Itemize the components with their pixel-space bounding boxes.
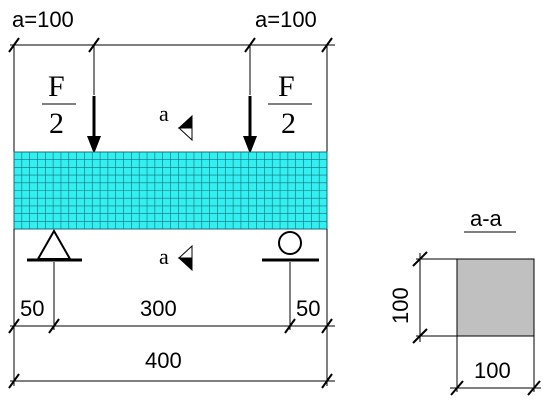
- top-dimension: a=100 a=100: [8, 7, 335, 152]
- bottom-dimension: 50 300 50 400: [8, 229, 335, 389]
- section-letter-bottom: a: [159, 244, 169, 269]
- dim-label-a-left: a=100: [12, 7, 74, 32]
- cross-section-width-label: 100: [474, 358, 511, 383]
- load-right-numerator: F: [278, 70, 295, 103]
- dim-label-left-overhang: 50: [20, 296, 44, 321]
- cross-section-title: a-a: [470, 206, 503, 231]
- load-right: F 2: [243, 70, 312, 154]
- dim-label-span: 300: [140, 296, 177, 321]
- cross-section: a-a 100 100: [388, 206, 541, 396]
- load-right-denominator: 2: [281, 107, 296, 140]
- load-left-denominator: 2: [49, 107, 64, 140]
- cross-section-height-label: 100: [388, 287, 413, 324]
- section-mark-bottom: a: [159, 244, 193, 272]
- load-left: F 2: [42, 70, 101, 154]
- pin-support: [27, 228, 82, 262]
- cross-section-rect: [456, 258, 535, 337]
- load-left-numerator: F: [48, 70, 65, 103]
- section-mark-top: a: [159, 101, 193, 142]
- dim-label-total: 400: [145, 348, 182, 373]
- dim-label-right-overhang: 50: [296, 296, 320, 321]
- section-letter-top: a: [159, 101, 169, 126]
- beam-mesh: [14, 152, 327, 229]
- beam: [13, 151, 328, 230]
- dim-label-a-right: a=100: [255, 7, 317, 32]
- roller-support: [262, 231, 319, 262]
